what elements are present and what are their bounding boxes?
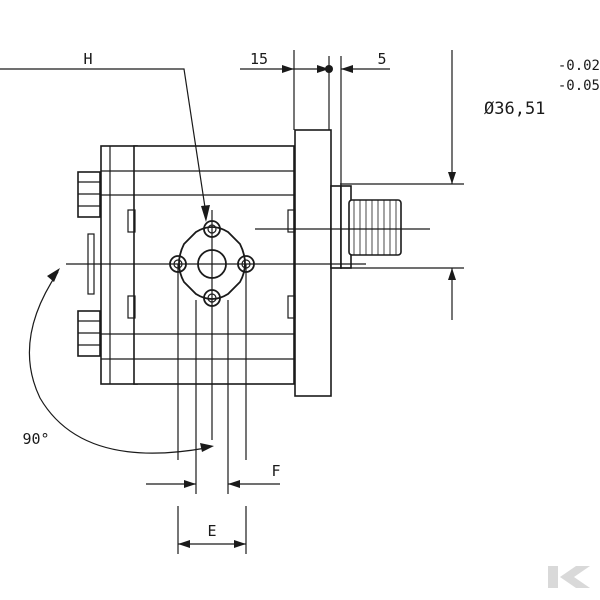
flange-spigot — [330, 185, 342, 269]
center-lines — [66, 210, 430, 440]
label-e: E — [207, 522, 216, 540]
brand-logo-icon — [548, 566, 590, 588]
label-angle: 90° — [22, 430, 49, 448]
label-tol-upper: -0.02 — [558, 58, 600, 74]
dimension-f: F — [146, 264, 281, 494]
dimension-e: E — [177, 506, 247, 554]
label-h: H — [83, 50, 92, 68]
mounting-flange — [294, 129, 332, 397]
label-diameter: Ø36,51 — [484, 99, 545, 119]
central-body — [133, 145, 295, 385]
rear-cover — [100, 145, 138, 385]
pump-housing — [100, 129, 342, 397]
drive-shaft — [340, 185, 402, 269]
dimension-top: 15 5 — [240, 50, 390, 186]
label-dim-15: 15 — [250, 50, 268, 68]
dimension-h: H — [0, 50, 210, 222]
label-tol-lower: -0.05 — [558, 78, 600, 94]
dimension-diameter: -0.02 -0.05 Ø36,51 — [340, 50, 600, 320]
label-f: F — [271, 462, 280, 480]
spline — [348, 199, 402, 256]
dimension-angle: 90° — [22, 268, 214, 454]
label-dim-5: 5 — [377, 50, 386, 68]
